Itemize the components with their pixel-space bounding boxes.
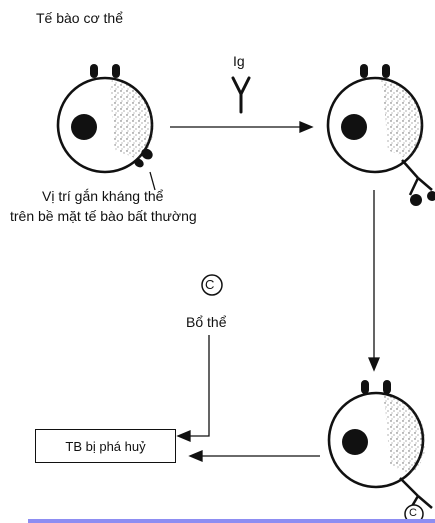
destroyed-cell-label: TB bị phá huỷ <box>65 438 146 454</box>
cell-receptor-right <box>112 64 120 78</box>
arrow-binding <box>170 121 314 133</box>
arrow-lysis <box>188 450 320 462</box>
arrow-complement-activation <box>368 190 380 372</box>
site-label-line2: trên bề mặt tế bào bất thường <box>10 208 197 224</box>
cell-complement-attacked <box>327 380 433 523</box>
complement-label: Bổ thể <box>186 314 227 330</box>
cell-normal <box>56 64 156 191</box>
antibody-label: Ig <box>233 53 245 69</box>
complement-icon <box>201 274 223 296</box>
site-pointer-line <box>149 171 156 191</box>
bound-antibody-icon <box>401 159 435 206</box>
diagram-title: Tế bào cơ thể <box>36 10 124 26</box>
complement-icon-small <box>404 504 424 523</box>
cell-cytoplasm-shading <box>110 80 154 160</box>
bottom-bar <box>28 519 435 523</box>
abnormal-site-marker-2 <box>134 158 144 168</box>
cell-receptor-left <box>90 64 98 78</box>
abnormal-site-marker <box>141 148 153 160</box>
site-label-line1: Vị trí gắn kháng thể <box>42 188 164 204</box>
destroyed-cell-box: TB bị phá huỷ <box>35 429 176 463</box>
cell-antibody-bound <box>326 64 435 206</box>
arrow-complement-to-destroyed <box>176 335 210 442</box>
corner-complement-symbol: C <box>409 507 417 519</box>
cell-nucleus <box>71 114 97 140</box>
antibody-icon <box>231 76 251 114</box>
complement-symbol: C <box>205 277 215 292</box>
